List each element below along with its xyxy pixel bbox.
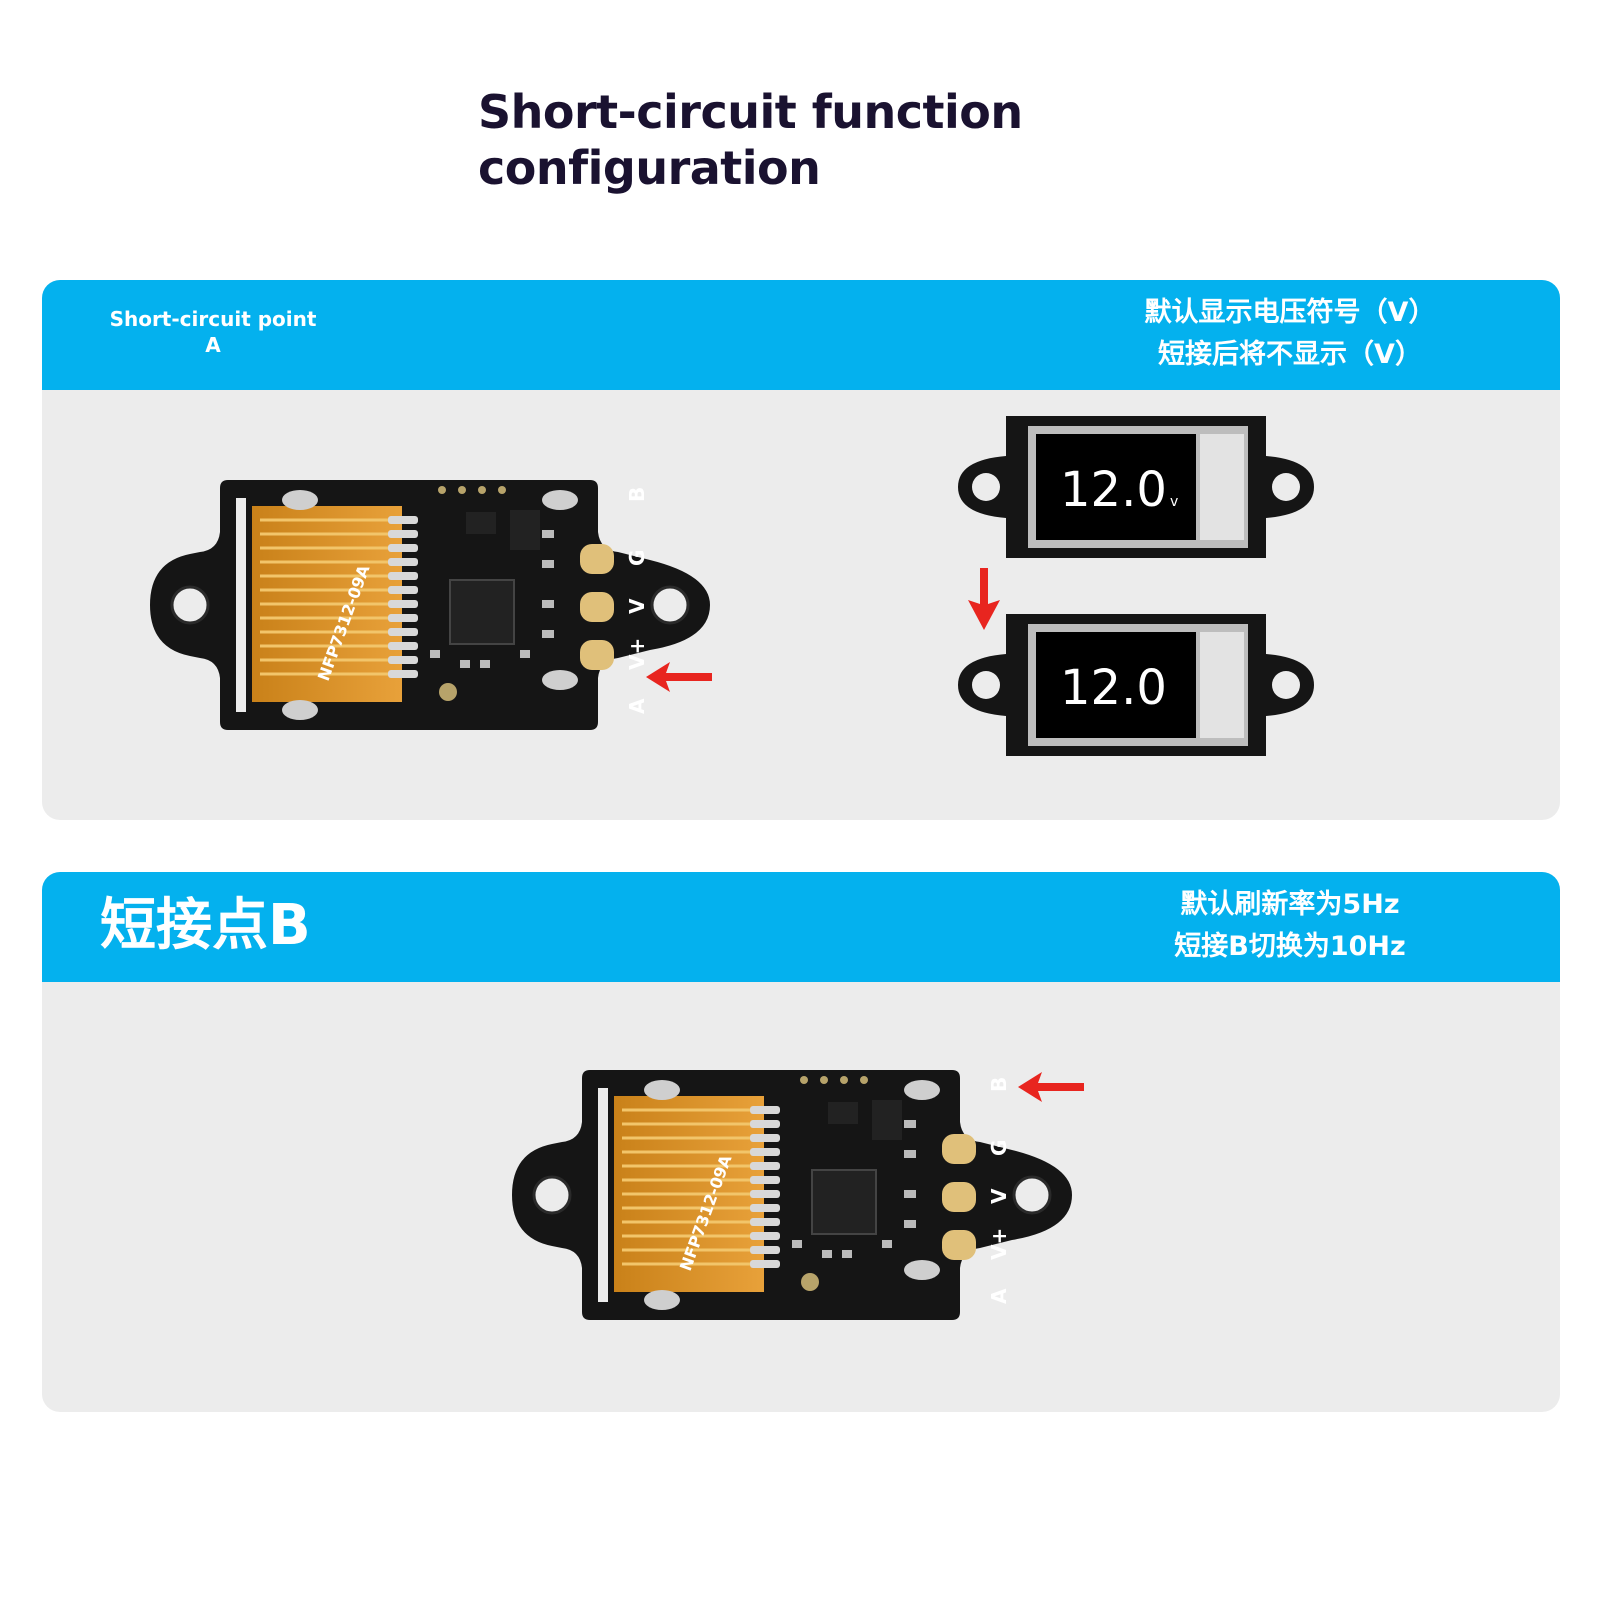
pad-label-a: A <box>625 698 649 714</box>
display-after-image: 12.0 <box>958 614 1314 756</box>
section-a-label-line-2: A <box>205 333 221 357</box>
pad-label-vplus: V+ <box>625 638 649 670</box>
section-a-label: Short-circuit point A <box>108 306 318 358</box>
section-b-note-line-2: 短接B切换为10Hz <box>1174 931 1406 962</box>
section-a-note-line-2: 短接后将不显示（V） <box>1158 339 1422 370</box>
pad-label-v: V <box>987 1188 1011 1204</box>
section-a-label-line-1: Short-circuit point <box>109 307 317 331</box>
display-before-value: 12.0 <box>1060 462 1167 518</box>
pcb-board-image-b: B G V V+ A NFP7312-09A <box>512 1070 1072 1320</box>
pad-label-g: G <box>625 550 649 566</box>
section-b-note-line-1: 默认刷新率为5Hz <box>1180 889 1400 920</box>
pad-label-g: G <box>987 1140 1011 1156</box>
arrow-point-a-icon <box>646 662 712 692</box>
section-short-point-a: Short-circuit point A 默认显示电压符号（V） 短接后将不显… <box>42 280 1560 820</box>
section-b-header-band: 短接点B 默认刷新率为5Hz 短接B切换为10Hz <box>42 872 1560 982</box>
pad-label-b: B <box>987 1077 1011 1092</box>
display-after-value: 12.0 <box>1060 660 1167 716</box>
pcb-board-image: B G V V+ A NFP7312-09A <box>150 480 710 730</box>
section-short-point-b: 短接点B 默认刷新率为5Hz 短接B切换为10Hz <box>42 872 1560 1412</box>
section-b-label: 短接点B <box>100 893 311 958</box>
arrow-point-b-icon <box>1018 1072 1084 1102</box>
pad-label-a: A <box>987 1288 1011 1304</box>
section-a-note: 默认显示电压符号（V） 短接后将不显示（V） <box>1090 292 1490 376</box>
section-a-header-band: Short-circuit point A 默认显示电压符号（V） 短接后将不显… <box>42 280 1560 390</box>
section-b-note: 默认刷新率为5Hz 短接B切换为10Hz <box>1090 884 1490 968</box>
page-title: Short-circuit function configuration <box>478 84 1098 196</box>
pad-label-vplus: V+ <box>987 1228 1011 1260</box>
title-line-1: Short-circuit function <box>478 85 1023 139</box>
display-before-image: 12.0 v <box>958 416 1314 558</box>
display-before-unit: v <box>1170 494 1178 510</box>
title-line-2: configuration <box>478 141 821 195</box>
section-a-note-line-1: 默认显示电压符号（V） <box>1144 297 1436 328</box>
pad-label-b: B <box>625 487 649 502</box>
pad-label-v: V <box>625 598 649 614</box>
arrow-down-icon <box>968 568 1000 630</box>
